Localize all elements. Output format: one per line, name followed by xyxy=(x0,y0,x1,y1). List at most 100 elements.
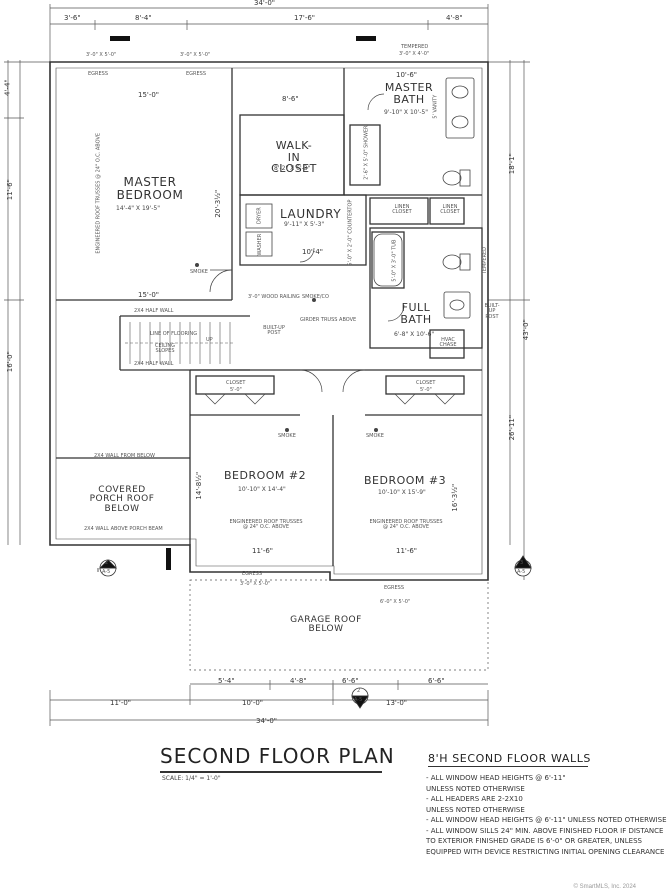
egress-garage: EGRESS xyxy=(242,571,263,577)
dim-bottom-a: 11'-0" xyxy=(110,699,132,707)
walls-underline xyxy=(428,766,588,767)
smoke-master: SMOKE xyxy=(190,269,208,275)
half-wall-bottom: 2X4 HALF WALL xyxy=(134,361,174,367)
dim-top-c: 17'-6" xyxy=(294,14,316,22)
closet-bed3-size: 5'-0" xyxy=(420,387,432,393)
covered-porch: COVERED PORCH ROOF BELOW xyxy=(89,485,155,514)
bedroom3-size: 10'-10" X 15'-9" xyxy=(378,489,426,496)
full-bath-name: FULL BATH xyxy=(400,301,432,326)
dim-right-c: 26'-11" xyxy=(508,414,517,441)
built-up-post: BUILT-UP POST xyxy=(263,325,285,337)
note-line: UNLESS NOTED OTHERWISE xyxy=(426,805,525,814)
master-dim-top: 15'-0" xyxy=(138,91,160,99)
bedroom2-dim: 11'-6" xyxy=(252,547,274,555)
ceiling-slopes: CEILING SLOPES xyxy=(155,343,175,355)
bedroom2-size: 10'-10" X 14'-4" xyxy=(238,486,286,493)
full-bath-size: 6'-8" X 10'-6" xyxy=(394,331,435,338)
hvac-chase: HVAC CHASE xyxy=(439,337,457,349)
copyright: © SmartMLS, Inc. 2024 xyxy=(573,884,636,890)
laundry-dim: 10'-4" xyxy=(302,248,324,256)
dim-top-b: 8'-4" xyxy=(135,14,152,22)
tub-label: 5'-0" X 3'-0" TUB xyxy=(391,239,398,282)
tempered-label-top: TEMPERED xyxy=(401,44,429,50)
line-of-flooring: LINE OF FLOORING xyxy=(150,331,198,337)
section-marker-right-num: 3 xyxy=(520,560,524,566)
dim-right-b: 43'-0" xyxy=(521,319,530,341)
washer-label: WASHER xyxy=(257,233,264,256)
note-line: - ALL HEADERS ARE 2-2X10 xyxy=(426,795,523,803)
dim-bottom-b: 10'-0" xyxy=(242,699,264,707)
garage-window-size: 3'-0" X 5'-0" xyxy=(240,581,271,587)
window-size-2: 3'-0" X 5'-0" xyxy=(180,52,211,58)
built-up-post-right: BUILT-UP POST xyxy=(484,303,500,320)
dim-left-a: 4'-4" xyxy=(3,79,12,96)
stair-up: UP xyxy=(206,337,213,343)
master-bath-dim: 10'-6" xyxy=(396,71,418,79)
section-marker-left-ref: A-5 xyxy=(102,569,111,575)
smoke-co: SMOKE/CO xyxy=(302,294,329,300)
master-bedroom-size: 14'-4" X 19'-5" xyxy=(116,205,160,212)
bedroom3-name: BEDROOM #3 xyxy=(364,474,447,487)
plan-scale: SCALE: 1/4" = 1'-0" xyxy=(162,775,221,782)
countertop-label: 5'-0" X 2'-0" COUNTERTOP xyxy=(347,199,354,266)
bedroom3-height: 16'-3½" xyxy=(451,483,460,512)
master-bath-shower: 2'-6" X 5'-0" SHOWER xyxy=(363,125,370,180)
egress-bed3: EGRESS xyxy=(384,585,405,591)
dim-left-c: 16'-0" xyxy=(5,351,14,373)
smoke-bed2: SMOKE xyxy=(278,433,296,439)
note-line: EQUIPPED WITH DEVICE RESTRICTING INITIAL… xyxy=(426,847,665,856)
dim-bottom-c: 13'-0" xyxy=(386,699,408,707)
tempered-right: TEMPERED xyxy=(481,247,488,275)
laundry-size: 9'-11" X 5'-3" xyxy=(284,221,325,228)
bedroom2-name: BEDROOM #2 xyxy=(224,469,307,482)
master-truss-note: ENGINEERED ROOF TRUSSES @ 24" O.C. ABOVE xyxy=(95,132,102,254)
closet-bed3: CLOSET xyxy=(416,380,436,386)
dryer-label: DRYER xyxy=(256,207,263,224)
master-bath-name: MASTER BATH xyxy=(384,81,434,106)
note-line: TO EXTERIOR FINISHED GRADE IS 6'-0" OR G… xyxy=(426,837,642,845)
plan-title: SECOND FLOOR PLAN xyxy=(160,744,395,768)
section-marker-bottom-num: 2 xyxy=(357,688,361,694)
porch-wall-bottom: 2X4 WALL ABOVE PORCH BEAM xyxy=(84,526,163,532)
garage-roof: GARAGE ROOF BELOW xyxy=(290,615,362,635)
dim-top-a: 3'-6" xyxy=(64,14,81,22)
laundry-name: LAUNDRY xyxy=(280,207,342,221)
master-bedroom-name: MASTER BEDROOM xyxy=(116,175,184,202)
walkin-closet-size: 8'-2" X 6'-3" xyxy=(274,165,311,172)
dim-bottom-overall: 34'-0" xyxy=(256,717,278,725)
master-dim-bottom: 15'-0" xyxy=(138,291,160,299)
bedroom3-truss: ENGINEERED ROOF TRUSSES @ 24" O.C. ABOVE xyxy=(369,519,443,531)
dim-overall-top: 34'-0" xyxy=(254,0,276,7)
note-line: UNLESS NOTED OTHERWISE xyxy=(426,784,525,793)
closet-bed2-size: 5'-0" xyxy=(230,387,242,393)
master-dim-right: 20'-3½" xyxy=(214,189,223,218)
bedroom2-height: 14'-8½" xyxy=(195,471,204,500)
egress-label-2: EGRESS xyxy=(186,71,207,77)
note-line: - ALL WINDOW HEAD HEIGHTS @ 6'-11" xyxy=(426,774,566,782)
linen-closet-2: LINEN CLOSET xyxy=(440,204,460,216)
bed3-window-size: 6'-0" X 5'-0" xyxy=(380,599,411,605)
section-marker-left-num: 2 xyxy=(105,560,109,566)
note-line: - ALL WINDOW SILLS 24" MIN. ABOVE FINISH… xyxy=(426,826,664,835)
walls-title: 8'H SECOND FLOOR WALLS xyxy=(428,752,592,765)
dim-bottom-g: 6'-6" xyxy=(428,677,445,685)
smoke-bed3: SMOKE xyxy=(366,433,384,439)
dim-top-d: 4'-8" xyxy=(446,14,463,22)
bedroom2-truss: ENGINEERED ROOF TRUSSES @ 24" O.C. ABOVE xyxy=(229,519,303,531)
porch-wall-top: 2X4 WALL FROM BELOW xyxy=(94,453,155,459)
closet-bed2: CLOSET xyxy=(226,380,246,386)
dim-bottom-e: 4'-8" xyxy=(290,677,307,685)
section-marker-right-ref: A-5 xyxy=(517,569,526,575)
walkin-closet-name: WALK-IN CLOSET xyxy=(271,139,317,176)
title-underline xyxy=(160,771,382,773)
railing-note: 3'-0" WOOD RAILING xyxy=(248,294,300,300)
girder-truss: GIRDER TRUSS ABOVE xyxy=(300,317,357,323)
dim-bottom-d: 5'-4" xyxy=(218,677,235,685)
linen-closet-1: LINEN CLOSET xyxy=(392,204,412,216)
notes-list: - ALL WINDOW HEAD HEIGHTS @ 6'-11" UNLES… xyxy=(426,773,667,857)
dim-bottom-f: 6'-6" xyxy=(342,677,359,685)
window-size-1: 3'-0" X 5'-0" xyxy=(86,52,117,58)
walkin-dim: 8'-6" xyxy=(282,95,299,103)
section-marker-bottom-ref: A-5 xyxy=(354,697,363,703)
egress-label-1: EGRESS xyxy=(88,71,109,77)
